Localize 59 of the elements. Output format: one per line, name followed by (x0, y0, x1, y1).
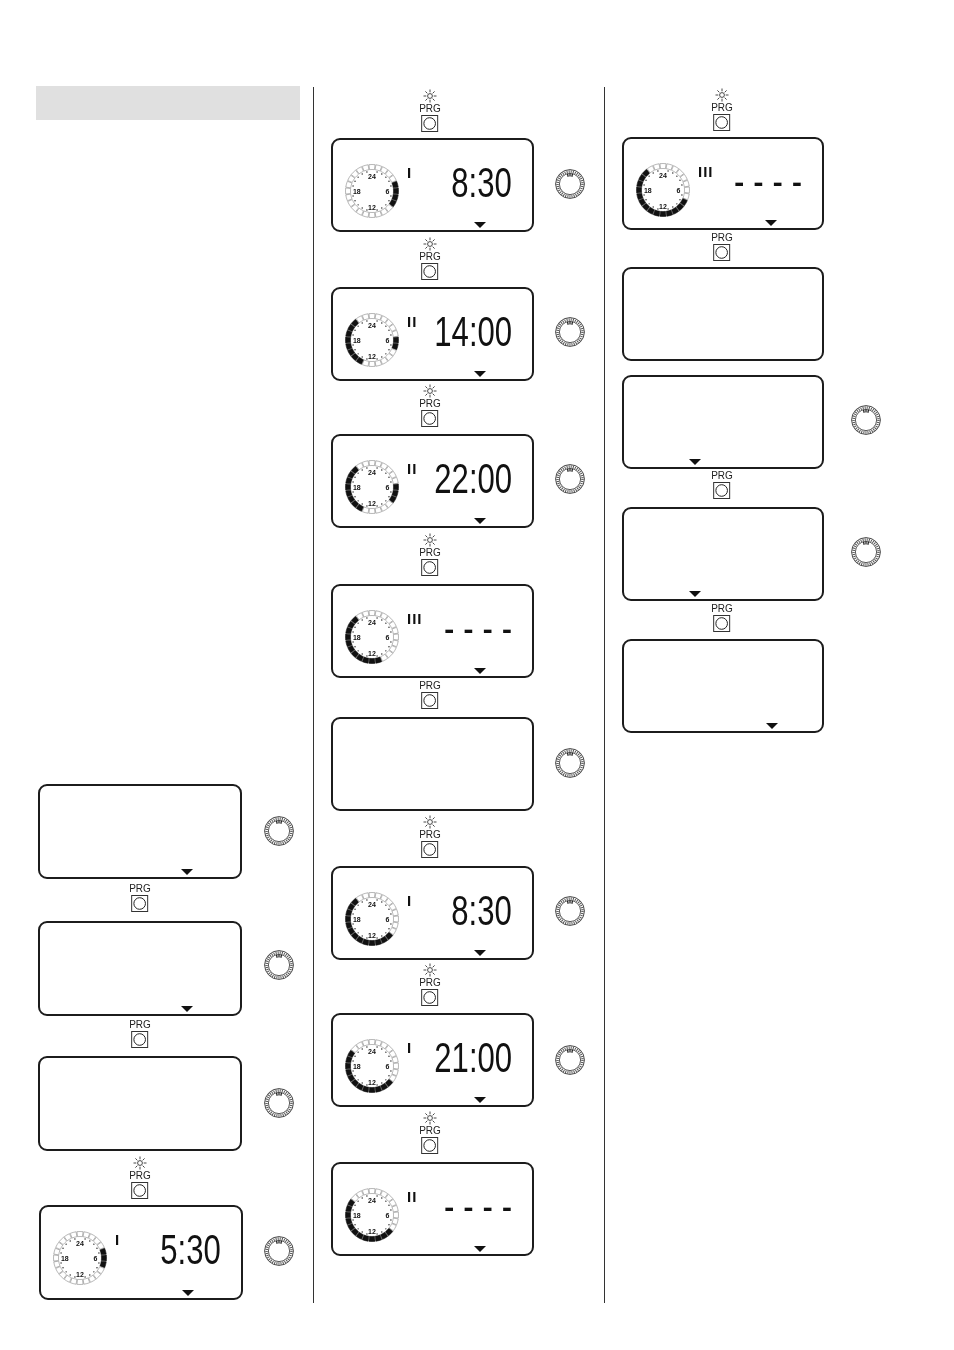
clock-dial (345, 1039, 399, 1093)
clock-dial (345, 313, 399, 367)
lcd-display (38, 921, 242, 1016)
lcd-display (622, 375, 824, 469)
time-readout: ---- (444, 1186, 521, 1228)
lcd-display (331, 1162, 534, 1256)
program-indicator: II (407, 314, 418, 329)
time-readout: 14:00 (434, 311, 512, 353)
time-readout: 8:30 (451, 890, 512, 932)
program-indicator: II (407, 1189, 418, 1204)
clock-dial (345, 892, 399, 946)
time-readout: 8:30 (451, 162, 512, 204)
time-readout: ---- (444, 608, 521, 650)
button-label: PRG (129, 1170, 151, 1181)
program-indicator: I (407, 1040, 413, 1055)
button-label: PRG (419, 1125, 441, 1136)
button-label: PRG (129, 1019, 151, 1030)
program-indicator: I (407, 165, 413, 180)
time-readout: 21:00 (434, 1037, 512, 1079)
program-indicator: I (115, 1232, 121, 1247)
lcd-display (331, 584, 534, 678)
button-label: PRG (419, 251, 441, 262)
lcd-display (38, 784, 242, 879)
time-readout: ---- (734, 161, 811, 203)
button-label: PRG (419, 977, 441, 988)
clock-dial (345, 460, 399, 514)
button-label: PRG (711, 102, 733, 113)
lcd-display (622, 507, 824, 601)
program-indicator: I (407, 893, 413, 908)
lcd-display (622, 267, 824, 361)
time-readout: 22:00 (434, 458, 512, 500)
lcd-display (331, 1013, 534, 1107)
button-label: PRG (419, 547, 441, 558)
button-label: PRG (419, 680, 441, 691)
button-label: PRG (419, 398, 441, 409)
button-label: PRG (129, 883, 151, 894)
lcd-display (331, 287, 534, 381)
button-label: PRG (419, 103, 441, 114)
lcd-display (331, 138, 534, 232)
lcd-display (38, 1056, 242, 1151)
button-label: PRG (711, 470, 733, 481)
program-indicator: III (698, 164, 714, 179)
clock-dial (345, 610, 399, 664)
lcd-display (39, 1205, 243, 1300)
button-label: PRG (711, 232, 733, 243)
lcd-display (622, 137, 824, 230)
program-indicator: II (407, 461, 418, 476)
clock-dial (53, 1231, 107, 1285)
clock-dial (345, 164, 399, 218)
clock-dial (345, 1188, 399, 1242)
time-readout: 5:30 (160, 1229, 221, 1271)
lcd-display (622, 639, 824, 733)
lcd-display (331, 434, 534, 528)
program-indicator: III (407, 611, 423, 626)
lcd-display (331, 866, 534, 960)
clock-dial (636, 163, 690, 217)
lcd-display (331, 717, 534, 811)
button-label: PRG (419, 829, 441, 840)
button-label: PRG (711, 603, 733, 614)
